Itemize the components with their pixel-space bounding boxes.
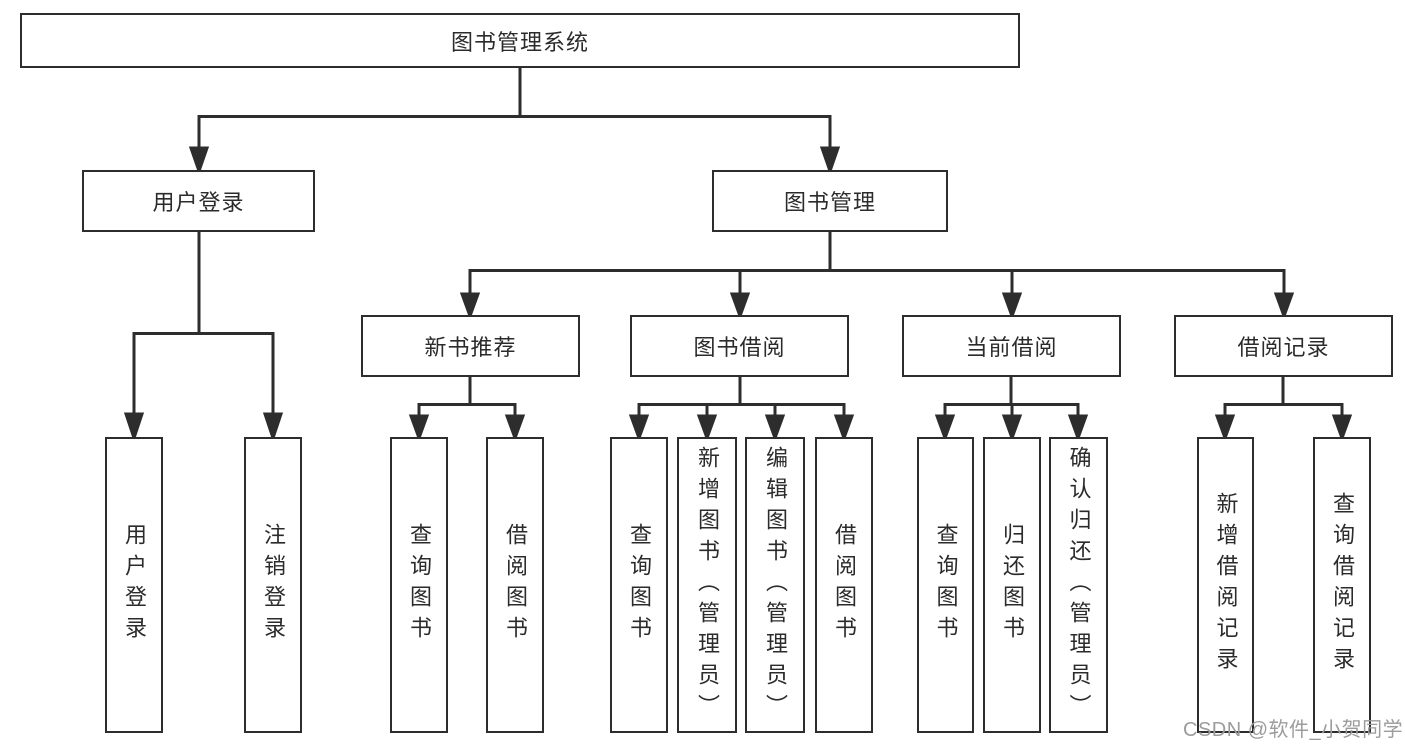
node-book-borrowing: 图书借阅 (630, 315, 849, 377)
leaf-records-query-record-label: 查询借阅记录 (1330, 492, 1355, 678)
leaf-logout: 注销登录 (244, 437, 302, 733)
leaf-borrowing-query-books-label: 查询图书 (627, 523, 652, 647)
leaf-newbook-query-books-label: 查询图书 (407, 523, 432, 647)
leaf-borrowing-edit-books-admin-label: 编辑图书（管理员） (763, 445, 788, 725)
leaf-records-add-record: 新增借阅记录 (1197, 437, 1254, 733)
leaf-current-return-books-label: 归还图书 (1000, 523, 1025, 647)
leaf-newbook-query-books: 查询图书 (390, 437, 448, 733)
node-new-book-recommend-label: 新书推荐 (424, 335, 517, 360)
leaf-borrowing-borrow-books: 借阅图书 (815, 437, 873, 733)
leaf-records-query-record: 查询借阅记录 (1313, 437, 1371, 733)
node-root: 图书管理系统 (20, 13, 1020, 68)
node-book-borrowing-label: 图书借阅 (693, 335, 786, 360)
node-borrowing-records: 借阅记录 (1174, 315, 1393, 377)
leaf-logout-label: 注销登录 (261, 523, 286, 647)
node-root-label: 图书管理系统 (450, 29, 589, 55)
node-book-management: 图书管理 (712, 170, 948, 232)
node-user-login: 用户登录 (82, 170, 315, 232)
leaf-records-add-record-label: 新增借阅记录 (1213, 492, 1239, 678)
leaf-borrowing-add-books-admin: 新增图书（管理员） (677, 437, 737, 733)
leaf-current-confirm-return-admin-label: 确认归还（管理员） (1066, 445, 1092, 725)
node-borrowing-records-label: 借阅记录 (1237, 335, 1330, 360)
leaf-current-confirm-return-admin: 确认归还（管理员） (1049, 437, 1108, 733)
node-current-borrowing-label: 当前借阅 (965, 335, 1058, 360)
node-book-management-label: 图书管理 (783, 190, 876, 215)
leaf-current-query-books: 查询图书 (917, 437, 974, 733)
leaf-current-return-books: 归还图书 (983, 437, 1041, 733)
node-current-borrowing: 当前借阅 (902, 315, 1121, 377)
leaf-user-login-label: 用户登录 (122, 523, 147, 647)
leaf-newbook-borrow-books: 借阅图书 (486, 437, 544, 733)
leaf-newbook-borrow-books-label: 借阅图书 (503, 523, 528, 647)
leaf-current-query-books-label: 查询图书 (933, 523, 959, 647)
leaf-borrowing-add-books-admin-label: 新增图书（管理员） (695, 445, 720, 725)
leaf-borrowing-borrow-books-label: 借阅图书 (832, 523, 857, 647)
node-new-book-recommend: 新书推荐 (361, 315, 580, 377)
watermark-text: CSDN @软件_小贺同学 (1183, 719, 1404, 741)
leaf-borrowing-edit-books-admin: 编辑图书（管理员） (745, 437, 805, 733)
leaf-borrowing-query-books: 查询图书 (610, 437, 668, 733)
node-user-login-label: 用户登录 (152, 190, 245, 215)
leaf-user-login: 用户登录 (105, 437, 163, 733)
